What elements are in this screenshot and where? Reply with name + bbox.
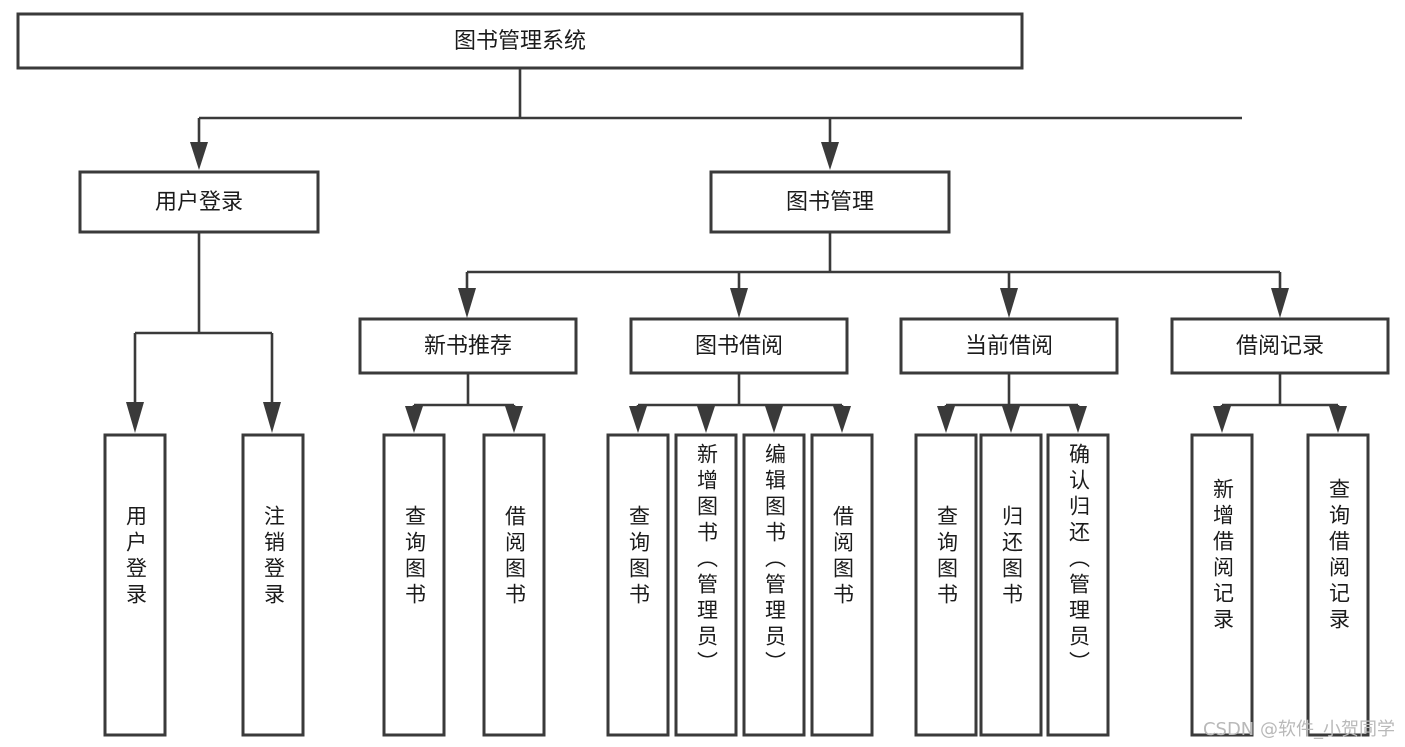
node-book-borrow-label: 图书借阅: [695, 334, 783, 359]
arrow-bb-leaf-1: [629, 406, 647, 433]
arrow-to-current-borrow: [1000, 288, 1018, 318]
arrow-to-leaf-user-login: [126, 402, 144, 433]
arrow-br-leaf-2: [1329, 406, 1347, 433]
leaf-box-logout[interactable]: [241, 433, 305, 737]
arrow-to-book-borrow: [730, 288, 748, 318]
node-book-manage-label: 图书管理: [786, 190, 874, 215]
leaf-box-nbr-borrow-book[interactable]: [482, 433, 546, 737]
node-borrow-record-box[interactable]: [1170, 317, 1390, 375]
node-borrow-record[interactable]: 借阅记录: [1170, 317, 1390, 375]
leaf-box-nbr-query-book[interactable]: [382, 433, 446, 737]
leaf-box-bb-borrow-book[interactable]: [810, 433, 874, 737]
node-current-borrow-label: 当前借阅: [965, 334, 1053, 359]
arrow-to-new-book-recommend: [458, 288, 476, 318]
arrow-nbr-leaf-1: [405, 406, 423, 433]
leaf-box-bb-add-book[interactable]: [674, 433, 738, 737]
arrow-nbr-leaf-2: [505, 406, 523, 433]
node-new-book-recommend-box[interactable]: [358, 317, 578, 375]
node-book-manage-box[interactable]: [709, 170, 951, 234]
leaf-box-cb-return-book[interactable]: [979, 433, 1043, 737]
node-book-borrow-box[interactable]: [629, 317, 849, 375]
node-borrow-record-label: 借阅记录: [1236, 334, 1324, 359]
node-book-manage[interactable]: 图书管理: [709, 170, 951, 234]
leaf-box-user-login[interactable]: [103, 433, 167, 737]
node-current-borrow-box[interactable]: [899, 317, 1119, 375]
arrow-to-borrow-record: [1271, 288, 1289, 318]
node-new-book-recommend[interactable]: 新书推荐: [358, 317, 578, 375]
leaf-box-br-query-record[interactable]: [1306, 433, 1370, 737]
arrow-to-leaf-logout: [263, 402, 281, 433]
arrow-br-leaf-1: [1213, 406, 1231, 433]
arrow-cb-leaf-3: [1069, 406, 1087, 433]
node-root-box[interactable]: [16, 12, 1024, 70]
leaf-box-bb-edit-book[interactable]: [742, 433, 806, 737]
arrow-bb-leaf-3: [765, 406, 783, 433]
arrow-cb-leaf-1: [937, 406, 955, 433]
arrow-bb-leaf-2: [697, 406, 715, 433]
node-new-book-recommend-label: 新书推荐: [424, 334, 512, 359]
node-book-borrow[interactable]: 图书借阅: [629, 317, 849, 375]
node-user-login-label: 用户登录: [155, 190, 243, 215]
node-root[interactable]: 图书管理系统: [16, 12, 1024, 70]
arrow-bb-leaf-4: [833, 406, 851, 433]
node-current-borrow[interactable]: 当前借阅: [899, 317, 1119, 375]
arrow-root-to-user-login: [190, 142, 208, 170]
leaf-box-cb-query-book[interactable]: [914, 433, 978, 737]
arrow-cb-leaf-2: [1002, 406, 1020, 433]
node-user-login[interactable]: 用户登录: [78, 170, 320, 234]
leaf-box-cb-confirm-return[interactable]: [1046, 433, 1110, 737]
node-root-label: 图书管理系统: [454, 29, 586, 54]
leaf-box-br-add-record[interactable]: [1190, 433, 1254, 737]
leaf-box-bb-query-book[interactable]: [606, 433, 670, 737]
arrow-root-to-book-manage: [821, 142, 839, 170]
